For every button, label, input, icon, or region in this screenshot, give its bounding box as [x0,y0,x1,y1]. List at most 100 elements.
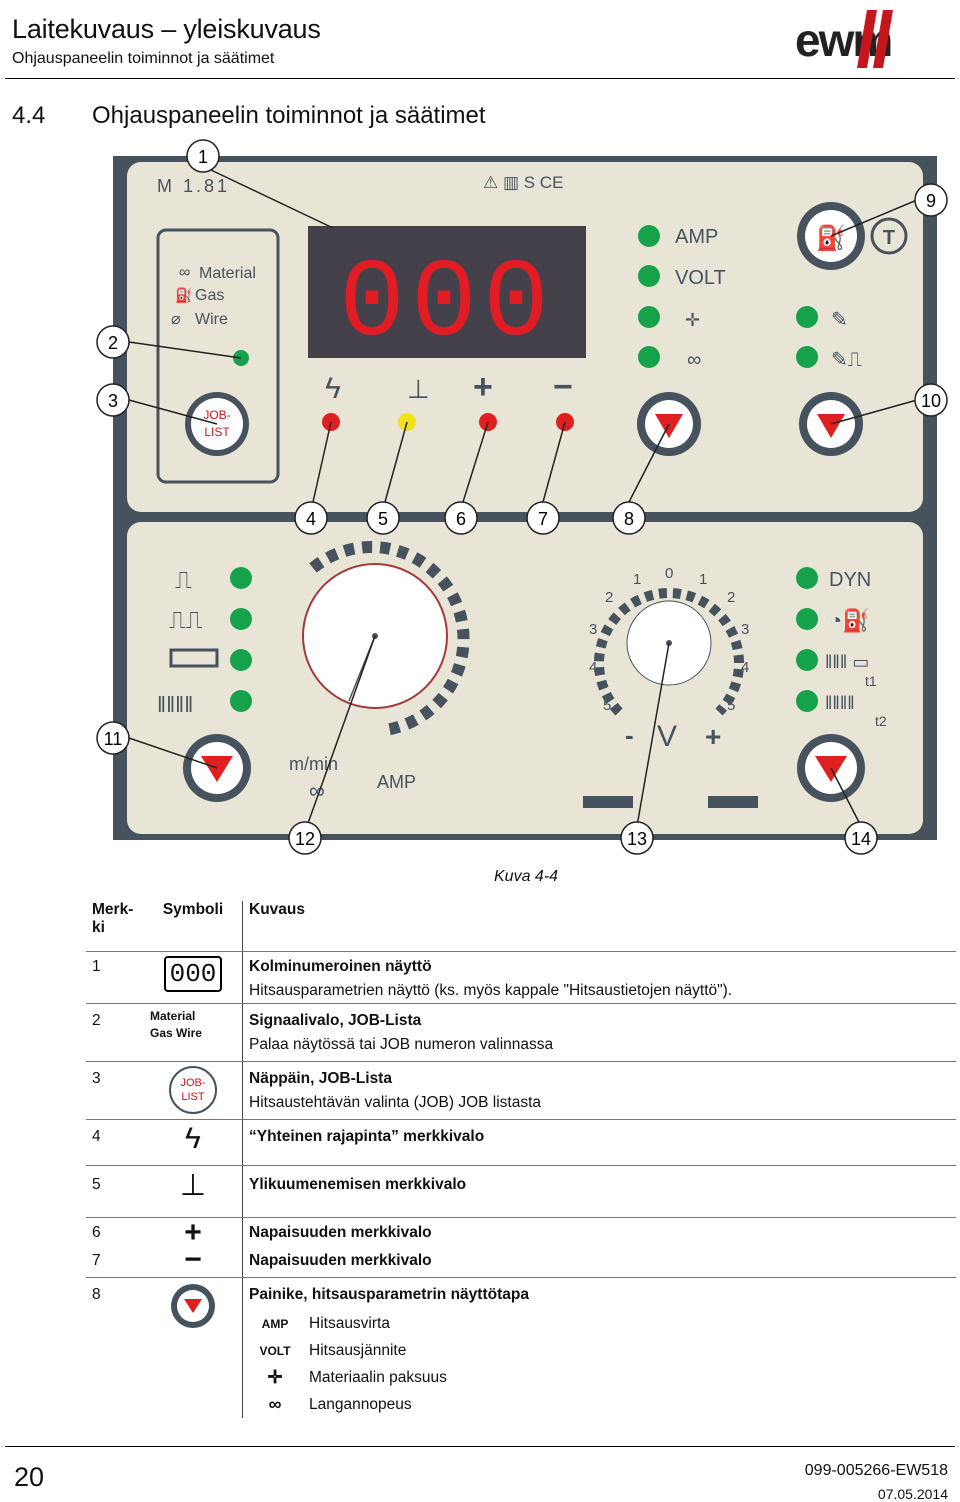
mode-icon-gas: ⛽ [175,287,192,304]
header-rule [5,78,955,79]
svg-text:T: T [883,227,895,249]
volt-label: VOLT [675,267,726,289]
wire-speed-scale [309,540,470,736]
row-symbol: Material Gas Wire [144,1003,243,1062]
row-number: 7 [86,1247,144,1278]
row-title: Ylikuumenemisen merkkivalo [242,1165,956,1218]
plus-symbol: + [144,1217,243,1248]
row-description: Signaalivalo, JOB-Lista Palaa näytössä t… [242,1003,956,1062]
header-symboli: Symboli [144,901,243,952]
callout-6: 6 [456,509,466,529]
v-scale-minus3: 3 [589,621,597,638]
callout-leaders [128,169,918,827]
header-merkki: Merk-ki [86,901,144,952]
callout-10: 10 [921,391,941,411]
callout-8: 8 [624,509,634,529]
table-row: 7 − Napaisuuden merkkivalo [86,1244,956,1278]
m-min-label: m/min [289,754,338,774]
spot-time-led [796,649,818,671]
dyn-led [796,567,818,589]
v-scale-plus5: 5 [727,697,735,714]
gas-cylinder-icon: ⛽ [816,224,846,252]
table-row: 3 JOB-LIST Näppäin, JOB-Lista Hitsausteh… [86,1061,956,1120]
display-symbol: 000 [163,955,223,992]
display-digits: 000 [339,243,555,368]
legend-table: Merk-ki Symboli Kuvaus 1 000 Kolminumero… [86,901,956,1418]
torch-mode-led-1 [796,306,818,328]
volt-symbol: VOLT [259,1343,291,1358]
table-row: 4 ϟ “Yhteinen rajapinta” merkkivalo [86,1119,956,1166]
weld-thick-icon [708,796,758,808]
amp-symbol: AMP [261,1316,289,1331]
row-title: Napaisuuden merkkivalo [242,1247,956,1278]
red-triangle-icon [184,1299,202,1313]
sub-item: ∞ Langannopeus [249,1391,956,1418]
job-list-symbol: JOB-LIST [169,1065,217,1114]
row-title: Näppäin, JOB-Lista [249,1069,392,1087]
header-kuvaus: Kuvaus [242,901,956,952]
job-list-label-2: LIST [204,425,230,439]
row-symbol [144,1277,243,1418]
page-header-title: Laitekuvaus – yleiskuvaus [12,14,321,44]
row-symbol: JOB-LIST [144,1061,243,1120]
section-title: Ohjauspaneelin toiminnot ja säätimet [92,102,486,129]
sub-list: AMP Hitsausvirta VOLT Hitsausjännite ✛ M… [249,1310,956,1418]
v-scale-plus3: 3 [741,621,749,638]
callout-2: 2 [108,333,118,353]
row-number: 5 [86,1165,144,1218]
volt-led [638,265,660,287]
callout-13: 13 [627,829,647,849]
torch-mode-led-2 [796,346,818,368]
spot-led [230,649,252,671]
signal-icon: ϟ [325,372,341,405]
gas-post-flow-icon: ◔⛽ [829,608,870,633]
control-panel-figure: M 1.81 ⚠ ▥ S CE ∞ Material ⛽ Gas ⌀ Wire … [96,139,948,855]
temperature-symbol-icon: ⊥ [144,1165,243,1218]
job-list-group [156,228,280,484]
param-button-symbol [171,1284,215,1328]
amp-knob-label: AMP [377,772,416,792]
wire-speed-icon: ∞ [687,349,701,371]
spot-time-icon: ‖‖‖ ▭ [825,652,869,672]
row-number: 4 [86,1119,144,1166]
row-title: Signaalivalo, JOB-Lista [249,1011,422,1029]
minus-icon: − [553,368,573,406]
four-stroke-led [230,608,252,630]
plus-icon: + [473,368,493,406]
row-number: 8 [92,1286,101,1303]
row-description: Painike, hitsausparametrin näyttötapa AM… [243,1278,957,1419]
document-date: 07.05.2014 [877,1486,948,1502]
document-number: 099-005266-EW518 [804,1462,948,1479]
thickness-led [638,306,660,328]
weld-thin-icon [583,796,633,808]
row-number: 1 [86,951,144,1004]
wire-knob-icon: ∞ [309,778,325,803]
callout-4: 4 [306,509,316,529]
ewm-logo: ewm [793,8,938,70]
sub-item-text: Hitsausjännite [309,1341,407,1359]
job-list-label-1: JOB- [203,408,230,422]
row-number: 6 [92,1223,101,1241]
torch-icon-1: ✎ [831,309,848,331]
callout-14: 14 [851,829,871,849]
table-header-row: Merk-ki Symboli Kuvaus [86,901,956,952]
t1-label: t1 [865,673,877,689]
sub-item: AMP Hitsausvirta [249,1310,956,1337]
amp-led [638,225,660,247]
callout-1: 1 [198,147,208,167]
torch-icon-2: ✎⎍ [831,349,862,371]
sub-item-text: Langannopeus [309,1395,412,1413]
table-row: 5 ⊥ Ylikuumenemisen merkkivalo [86,1165,956,1218]
four-stroke-icon: ⎍⎍ [169,607,203,634]
row-title: Kolminumeroinen näyttö [249,957,432,975]
sub-item: VOLT Hitsausjännite [249,1337,956,1364]
v-scale-minus4: 4 [589,659,597,676]
callout-3: 3 [108,391,118,411]
two-stroke-led [230,567,252,589]
sub-item-text: Materiaalin paksuus [309,1368,447,1386]
row-symbol: 000 [144,951,243,1004]
v-scale-minus2: 2 [605,589,613,606]
figure-caption: Kuva 4-4 [494,868,559,885]
mode-icon-wire: ⌀ [171,311,181,328]
row-title: “Yhteinen rajapinta” merkkivalo [242,1119,956,1166]
